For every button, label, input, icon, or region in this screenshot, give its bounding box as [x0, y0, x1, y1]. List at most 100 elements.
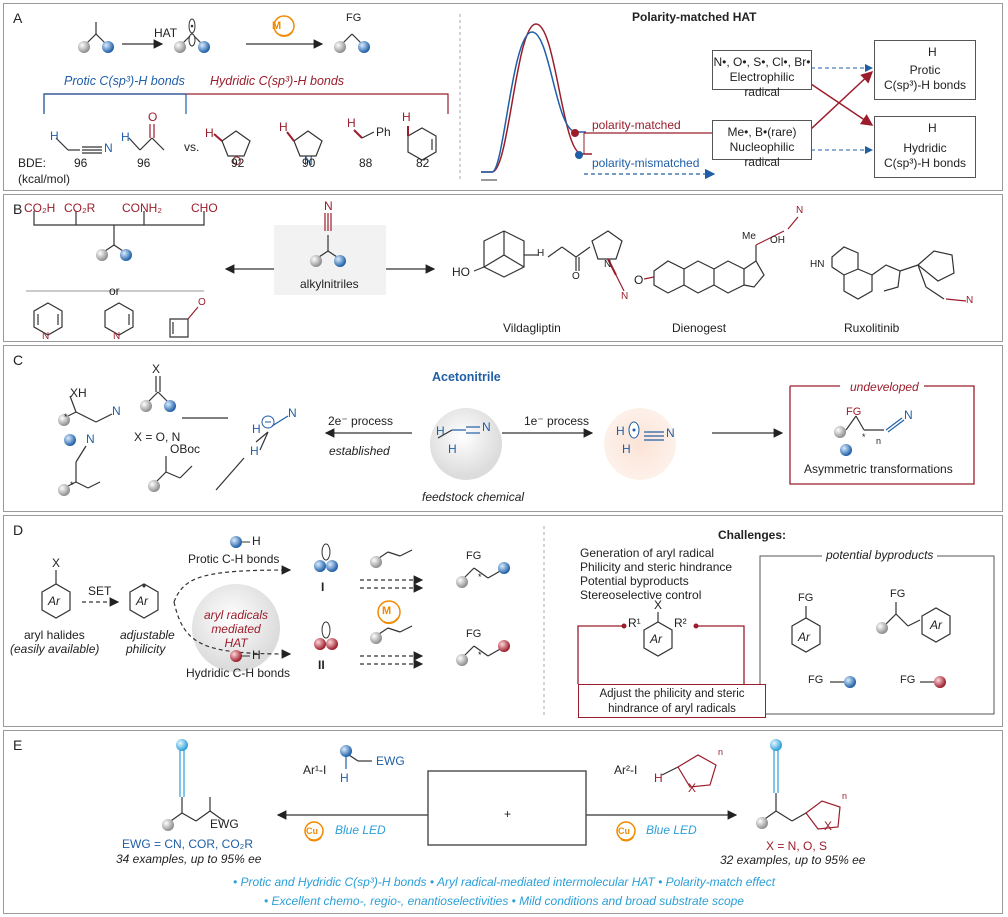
vilda-nh: H: [537, 248, 545, 259]
group-cho: CHO: [191, 201, 218, 215]
radical-I-label: I: [321, 580, 325, 594]
h-label: H: [279, 120, 288, 134]
dienogest-structure: [643, 216, 799, 294]
x-label: X: [824, 819, 833, 833]
pyrrolidine-structure: [286, 130, 323, 157]
x-label: X: [688, 781, 697, 795]
dieno-o: O: [634, 273, 644, 287]
blue-led-label: Blue LED: [335, 823, 386, 837]
center-glow: [192, 584, 280, 672]
panel-b-label: B: [13, 201, 23, 217]
cyclobutenone-o: O: [198, 297, 206, 308]
center-line3: HAT: [224, 636, 248, 650]
drug-ruxolitinib: Ruxolitinib: [844, 321, 900, 335]
panel-b: B: [3, 194, 1003, 342]
hydridic-ball-icon: [230, 650, 242, 662]
ar-label: Ar: [930, 618, 942, 632]
challenge-item: Generation of aryl radical: [580, 546, 715, 560]
blue-ball-icon: [844, 676, 856, 688]
hydridic-box: Hydridic C(sp³)-H bonds: [874, 116, 976, 178]
polarity-title: Polarity-matched HAT: [632, 10, 757, 24]
vilda-o: O: [572, 271, 580, 282]
aryl-halides-label: aryl halides: [24, 628, 85, 642]
fg-label: FG: [900, 674, 916, 686]
ar-label: Ar: [136, 594, 148, 608]
bde-label: BDE:: [18, 156, 47, 170]
pyrimidine-icon: [104, 302, 134, 336]
ewg-definition: EWG = CN, COR, CO₂R: [122, 837, 253, 851]
energy-curve-matched: [481, 23, 592, 173]
cyclohexene-structure: [407, 126, 437, 161]
x-label: X: [52, 556, 61, 570]
vilda-cn: N: [621, 291, 629, 302]
challenge-item: Philicity and steric hindrance: [580, 560, 733, 574]
center-label: aryl radicals mediated HAT: [198, 608, 274, 650]
n-label: N: [104, 141, 113, 155]
gray-ball-icon: [370, 556, 382, 568]
stereo-star: *: [478, 650, 482, 660]
nitrile-n: N: [904, 408, 913, 422]
n-label: N: [304, 154, 313, 168]
fg-label: FG: [798, 592, 814, 604]
center-line2: mediated: [211, 622, 261, 636]
h-label: H: [436, 424, 445, 438]
panel-a: A: [3, 3, 1003, 191]
ewg-label: EWG: [376, 754, 405, 768]
xh-label: XH: [70, 386, 87, 400]
nitrile-n: N: [482, 420, 491, 434]
right-examples: 32 examples, up to 95% ee: [720, 853, 866, 867]
energy-curve-mismatched: [481, 31, 586, 173]
drug-dienogest: Dienogest: [672, 321, 727, 335]
electrophilic-radicals-list: N•, O•, S•, Cl•, Br•: [713, 55, 811, 69]
h-label: H: [402, 110, 411, 124]
matched-point: [571, 129, 579, 137]
fg-label: FG: [466, 628, 482, 640]
electrophilic-radical-box: N•, O•, S•, Cl•, Br• Electrophilic radic…: [712, 50, 812, 99]
radical-glow: [604, 408, 676, 480]
h-label: H: [250, 444, 259, 458]
gray-ball-icon: [334, 41, 346, 53]
easily-available-label: (easily available): [10, 642, 100, 656]
challenges-title: Challenges:: [718, 528, 787, 542]
gray-ball-icon: [370, 632, 382, 644]
set-label: SET: [88, 584, 112, 598]
protic-bracket: [43, 93, 186, 114]
ar2-label: Ar²-I: [614, 763, 638, 777]
dieno-me: Me: [742, 231, 756, 242]
philicity-label: philicity: [126, 642, 166, 656]
group-cooh: CO₂H: [24, 201, 56, 215]
group-co2r: CO₂R: [64, 201, 96, 215]
x-label: X: [152, 362, 161, 376]
blue-ball-icon: [198, 41, 210, 53]
asymmetric-label: Asymmetric transformations: [804, 462, 953, 476]
dieno-oh: OH: [770, 235, 785, 246]
bde-value: 96: [137, 156, 151, 170]
protic-box: Protic C(sp³)-H bonds: [874, 40, 976, 100]
gray-ball-icon: [174, 41, 186, 53]
plus-label: +: [504, 807, 512, 821]
bde-value: 90: [302, 156, 316, 170]
radical-II-orbital-icon: [321, 621, 331, 639]
feedstock-glow: [430, 408, 502, 480]
vildagliptin-structure: [473, 230, 625, 292]
adjust-box: Adjust the philicity and steric hindranc…: [578, 684, 766, 718]
adjust-line1: Adjust the philicity and steric: [599, 688, 745, 700]
ph-label: Ph: [376, 125, 391, 139]
panel-e-graphics: [162, 739, 841, 846]
vs-label: vs.: [184, 140, 200, 154]
o-label: O: [148, 110, 158, 124]
panel-e: E A: [3, 730, 1003, 914]
gray-ball-icon: [96, 249, 108, 261]
h-label: H: [252, 648, 261, 662]
panel-c-graphics: [58, 376, 975, 496]
panel-b-graphics: [26, 211, 967, 338]
blue-ball-icon: [498, 562, 510, 574]
fg-label: FG: [890, 588, 906, 600]
ring-size-n: n: [842, 791, 848, 801]
hat-label: HAT: [154, 26, 178, 40]
hydridic-box-line1: Hydridic: [903, 141, 947, 155]
two-electron-label: 2e⁻ process: [328, 414, 394, 428]
challenge-item: Stereoselective control: [580, 588, 702, 602]
h-label: H: [252, 422, 261, 436]
blue-led-label: Blue LED: [646, 823, 697, 837]
